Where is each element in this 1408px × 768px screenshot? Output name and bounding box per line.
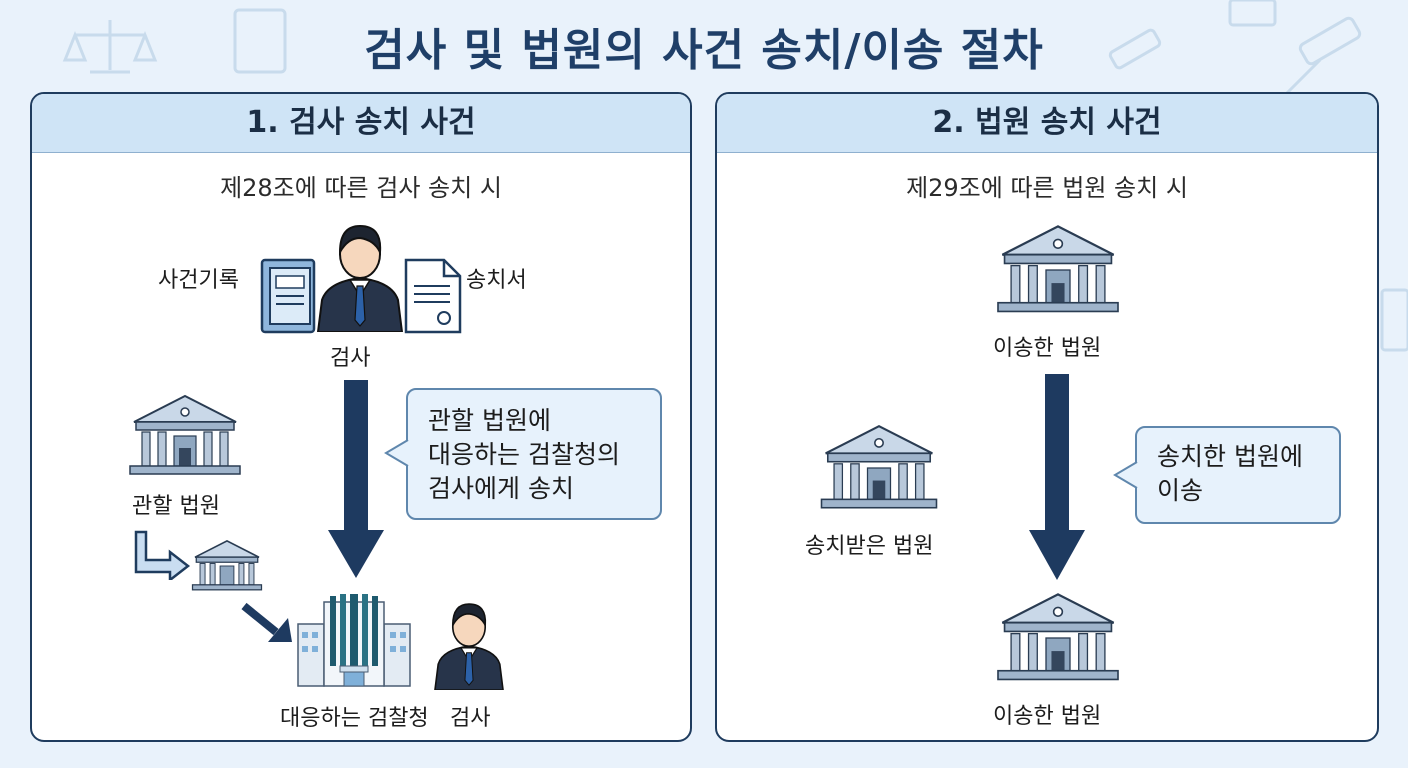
panel-subtitle: 제28조에 따른 검사 송치 시 (220, 174, 502, 202)
jurisdiction-court-label: 관할 법원 (132, 494, 220, 519)
prosecutor-label: 검사 (330, 346, 371, 371)
panel-heading: 2. 법원 송치 사건 (717, 94, 1377, 153)
panel-heading: 1. 검사 송치 사건 (32, 94, 690, 153)
down-arrow-icon (1029, 374, 1085, 580)
gavel-icon (1108, 28, 1162, 70)
bubble-tail (384, 439, 409, 467)
diagonal-arrow-icon (241, 602, 292, 642)
page-title: 검사 및 법원의 사건 송치/이송 절차 (364, 25, 1044, 76)
elbow-arrow-icon (134, 530, 191, 580)
speech-bubble: 관할 법원에 대응하는 검찰청의 검사에게 송치 (406, 388, 662, 520)
transferring-court-top-label: 이송한 법원 (993, 336, 1102, 361)
file-icon (404, 258, 462, 334)
court-transfer-panel: 2. 법원 송치 사건 제29조에 따른 법원 송치 시 이송한 법원 송치받은… (715, 92, 1379, 742)
bubble-line: 이송 (1157, 476, 1204, 505)
bubble-line: 관할 법원에 (428, 406, 551, 435)
transferring-court-bottom-label: 이송한 법원 (993, 704, 1102, 729)
person-icon (316, 224, 404, 332)
bubble-line: 송치한 법원에 (1157, 442, 1303, 471)
court-building-icon (997, 225, 1119, 313)
scales-icon (62, 20, 158, 74)
transfer-document-label: 송치서 (466, 268, 527, 293)
court-building-icon (191, 540, 263, 591)
court-building-icon (129, 394, 241, 475)
bubble-tail (1113, 461, 1138, 489)
case-record-label: 사건기록 (158, 268, 239, 293)
document-icon (260, 258, 316, 334)
bubble-line: 검사에게 송치 (428, 474, 574, 503)
court-building-icon (997, 593, 1119, 681)
panel-subtitle: 제29조에 따른 법원 송치 시 (906, 174, 1188, 202)
prosecutor-bottom-label: 검사 (450, 706, 491, 731)
prosecution-office-label: 대응하는 검찰청 (280, 706, 429, 731)
speech-bubble: 송치한 법원에 이송 (1135, 426, 1341, 524)
prosecutor-transfer-panel: 1. 검사 송치 사건 제28조에 따른 검사 송치 시 사건기록 송치서 검사… (30, 92, 692, 742)
book-icon (233, 8, 287, 74)
document-icon (1228, 0, 1277, 27)
bubble-line: 대응하는 검찰청의 (428, 440, 620, 469)
receiving-court-label: 송치받은 법원 (805, 534, 934, 559)
down-arrow-icon (328, 380, 384, 578)
prosecution-office-icon (297, 594, 411, 687)
person-icon (434, 603, 504, 690)
document-icon (1380, 288, 1408, 352)
court-building-icon (820, 425, 938, 509)
